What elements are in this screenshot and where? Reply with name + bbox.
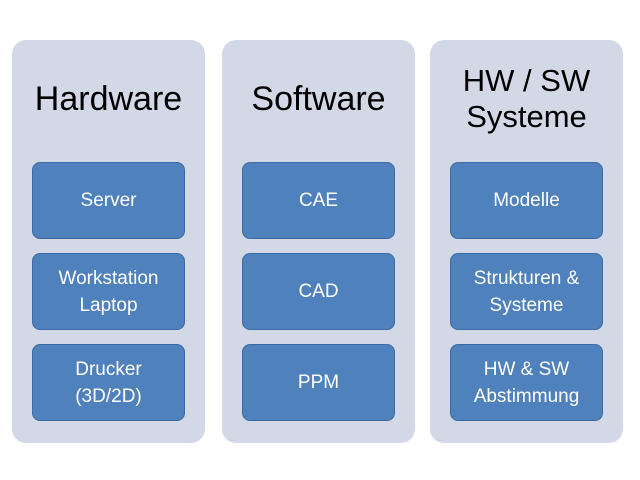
box-hw-sw-abstimmung[interactable]: HW & SW Abstimmung (450, 344, 603, 421)
column-hardware: Hardware Server Workstation Laptop Druck… (12, 40, 205, 443)
box-server[interactable]: Server (32, 162, 185, 239)
column-software: Software CAE CAD PPM (222, 40, 415, 443)
box-strukturen-systeme[interactable]: Strukturen & Systeme (450, 253, 603, 330)
box-modelle[interactable]: Modelle (450, 162, 603, 239)
column-title-software: Software (251, 80, 386, 118)
column-hw-sw-systeme: HW / SW Systeme Modelle Strukturen & Sys… (430, 40, 623, 443)
column-title-hardware: Hardware (34, 80, 183, 118)
column-title-hw-sw-systeme: HW / SW Systeme (462, 63, 591, 134)
box-cae[interactable]: CAE (242, 162, 395, 239)
box-drucker[interactable]: Drucker (3D/2D) (32, 344, 185, 421)
box-ppm[interactable]: PPM (242, 344, 395, 421)
box-workstation-laptop[interactable]: Workstation Laptop (32, 253, 185, 330)
box-cad[interactable]: CAD (242, 253, 395, 330)
